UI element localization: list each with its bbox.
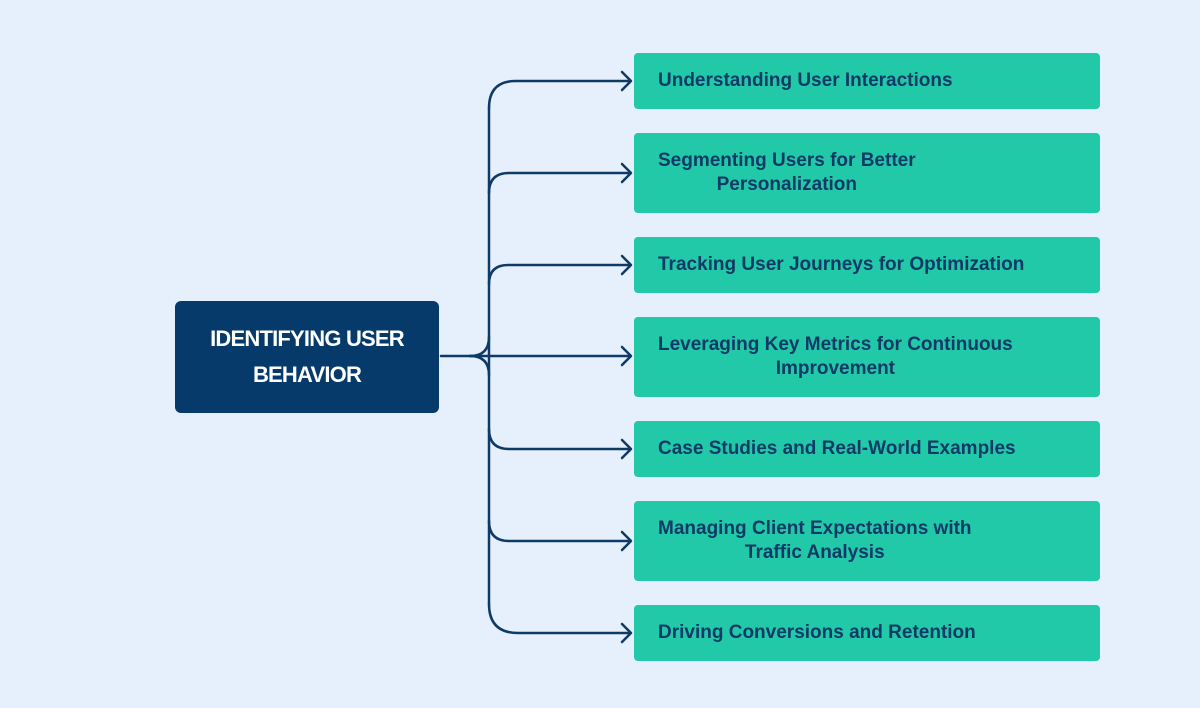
branch-node-label: Managing Client Expectations with Traffi… — [658, 518, 972, 563]
branch-node-2: Segmenting Users for Better Personalizat… — [634, 133, 1100, 213]
branch-connector-3 — [487, 263, 632, 286]
arrowhead-2 — [620, 162, 633, 184]
trunk-join-lower — [468, 354, 491, 377]
branch-node-label: Driving Conversions and Retention — [658, 622, 976, 643]
trunk-join-upper — [468, 335, 491, 358]
branch-node-7: Driving Conversions and Retention — [634, 605, 1100, 661]
arrowhead-6 — [620, 530, 633, 552]
arrowhead-4 — [620, 345, 633, 367]
arrowhead-5 — [620, 438, 633, 460]
branch-node-label: Leveraging Key Metrics for Continuous Im… — [658, 334, 1013, 379]
branch-connector-6 — [487, 519, 632, 543]
branch-node-label: Segmenting Users for Better Personalizat… — [658, 150, 916, 195]
branch-node-1: Understanding User Interactions — [634, 53, 1100, 109]
arrowhead-7 — [620, 622, 633, 644]
branch-connector-1 — [487, 79, 632, 110]
branch-node-label: Understanding User Interactions — [658, 70, 953, 91]
branch-node-6: Managing Client Expectations with Traffi… — [634, 501, 1100, 581]
branch-connector-7 — [487, 602, 632, 635]
branch-node-label: Tracking User Journeys for Optimization — [658, 254, 1025, 275]
branch-node-5: Case Studies and Real-World Examples — [634, 421, 1100, 477]
root-node: IDENTIFYING USER BEHAVIOR — [175, 301, 439, 413]
root-node-label: IDENTIFYING USER BEHAVIOR — [210, 326, 405, 387]
branch-connector-5 — [487, 427, 632, 451]
branch-node-3: Tracking User Journeys for Optimization — [634, 237, 1100, 293]
branch-node-4: Leveraging Key Metrics for Continuous Im… — [634, 317, 1100, 397]
arrowhead-3 — [620, 254, 633, 276]
branch-connector-2 — [487, 171, 632, 195]
branch-node-label: Case Studies and Real-World Examples — [658, 438, 1016, 459]
arrowhead-1 — [620, 70, 633, 92]
